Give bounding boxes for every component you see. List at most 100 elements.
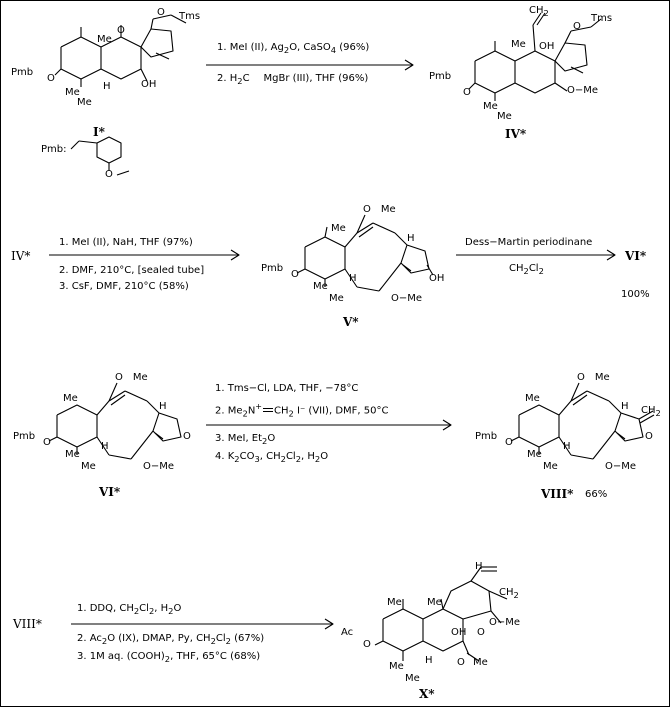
atom-pmb: Pmb [475, 431, 498, 442]
atom-h: H [159, 401, 167, 412]
atom-o: O [477, 627, 485, 638]
atom-o: O [463, 87, 471, 98]
atom-tms: Tms [179, 11, 201, 22]
atom-me: Me [331, 223, 346, 234]
atom-me: Me [389, 661, 404, 672]
step2-start-label: IV* [11, 249, 31, 263]
atom-o: O [291, 269, 299, 280]
atom-oh: OH [539, 41, 555, 52]
step5-line1: 1. DDQ, CH2Cl2, H2O [77, 603, 182, 616]
compound-label-IV: IV* [505, 127, 527, 141]
atom-me: Me [329, 293, 344, 304]
pmb-structure [70, 136, 130, 176]
atom-me: Me [543, 461, 558, 472]
atom-o: O [573, 21, 581, 32]
atom-me: Me [405, 673, 420, 684]
atom-o: O [505, 437, 513, 448]
atom-o: O [43, 437, 51, 448]
atom-me: Me [525, 393, 540, 404]
atom-o: O [47, 73, 55, 84]
atom-o: O [157, 7, 165, 18]
atom-me: Me [527, 449, 542, 460]
atom-o: O [645, 431, 653, 442]
atom-ch2: CH2 [641, 405, 661, 418]
atom-h: H [101, 441, 109, 452]
atom-me: Me [497, 111, 512, 122]
atom-tms: Tms [591, 13, 613, 24]
atom-oh: OH [141, 79, 157, 90]
step2-line3: 3. CsF, DMF, 210°C (58%) [59, 281, 189, 292]
atom-o: O [183, 431, 191, 442]
step4-line4: 4. K2CO3, CH2Cl2, H2O [215, 451, 329, 464]
atom-oh: OH [451, 627, 467, 638]
atom-me: Me [63, 393, 78, 404]
atom-me: Me [77, 97, 92, 108]
atom-me: Me [65, 87, 80, 98]
atom-me: Me [81, 461, 96, 472]
atom-h: H [621, 401, 629, 412]
step2-line2: 2. DMF, 210°C, [sealed tube] [59, 265, 205, 276]
compound-label-VIII: VIII* [541, 487, 574, 501]
step4-yield: 66% [585, 489, 608, 500]
structure-X [374, 566, 508, 662]
atom-ch2: CH2 [499, 587, 519, 600]
compound-label-I: I* [93, 125, 105, 139]
step2-line1: 1. MeI (II), NaH, THF (97%) [59, 237, 193, 248]
step3-reagent: Dess−Martin periodinane [465, 237, 593, 248]
atom-h: H [563, 441, 571, 452]
atom-ome: O−Me [605, 461, 637, 472]
step1-line1: 1. MeI (II), Ag2O, CaSO4 (96%) [217, 42, 370, 55]
atom-ome: O−Me [489, 617, 521, 628]
atom-o: O [363, 639, 371, 650]
atom-ome: O−Me [391, 293, 423, 304]
atom-ch2: CH2 [529, 5, 549, 18]
atom-ome: O−Me [567, 85, 599, 96]
atom-o: O [117, 25, 125, 36]
atom-pmb: Pmb [429, 71, 452, 82]
pmb-definition-label: Pmb: [41, 144, 67, 155]
step5-start-label: VIII* [13, 617, 42, 631]
atom-me: Me [65, 449, 80, 460]
compound-label-VI: VI* [99, 485, 121, 499]
step5-line3: 3. 1M aq. (COOH)2, THF, 65°C (68%) [77, 651, 261, 664]
compound-label-X: X* [419, 687, 435, 701]
atom-h: H [349, 273, 357, 284]
atom-oh: OH [429, 273, 445, 284]
structure-IV [468, 12, 602, 101]
step3-product-label: VI* [625, 249, 647, 263]
structure-VIII [510, 382, 655, 460]
step3-yield: 100% [621, 289, 650, 300]
atom-ome: O−Me [143, 461, 175, 472]
atom-pmb: Pmb [261, 263, 284, 274]
atom-o: O [105, 169, 113, 180]
atom-ac: Ac [341, 627, 354, 638]
step5-line2: 2. Ac2O (IX), DMAP, Py, CH2Cl2 (67%) [77, 633, 265, 646]
step4-line3: 3. MeI, Et2O [215, 433, 276, 446]
atom-me: Me [313, 281, 328, 292]
structure-V [296, 214, 434, 292]
atom-o: O [457, 657, 465, 668]
compound-label-V: V* [343, 315, 359, 329]
atom-me: Me [427, 597, 442, 608]
atom-h: H [407, 233, 415, 244]
atom-h: H [103, 81, 111, 92]
atom-me: Me [483, 101, 498, 112]
step4-line2: 2. Me2N+CH2 I⁻ (VII), DMF, 50°C [215, 402, 389, 419]
structure-VI [48, 382, 182, 460]
structure-I [54, 14, 187, 87]
atom-me: Me [473, 657, 488, 668]
atom-pmb: Pmb [13, 431, 36, 442]
step3-solvent: CH2Cl2 [509, 263, 544, 276]
atom-me: Me [511, 39, 526, 50]
step4-line1: 1. Tms−Cl, LDA, THF, −78°C [215, 383, 359, 394]
atom-h: H [475, 561, 483, 572]
atom-pmb: Pmb [11, 67, 34, 78]
atom-h: H [425, 655, 433, 666]
atom-me: Me [387, 597, 402, 608]
